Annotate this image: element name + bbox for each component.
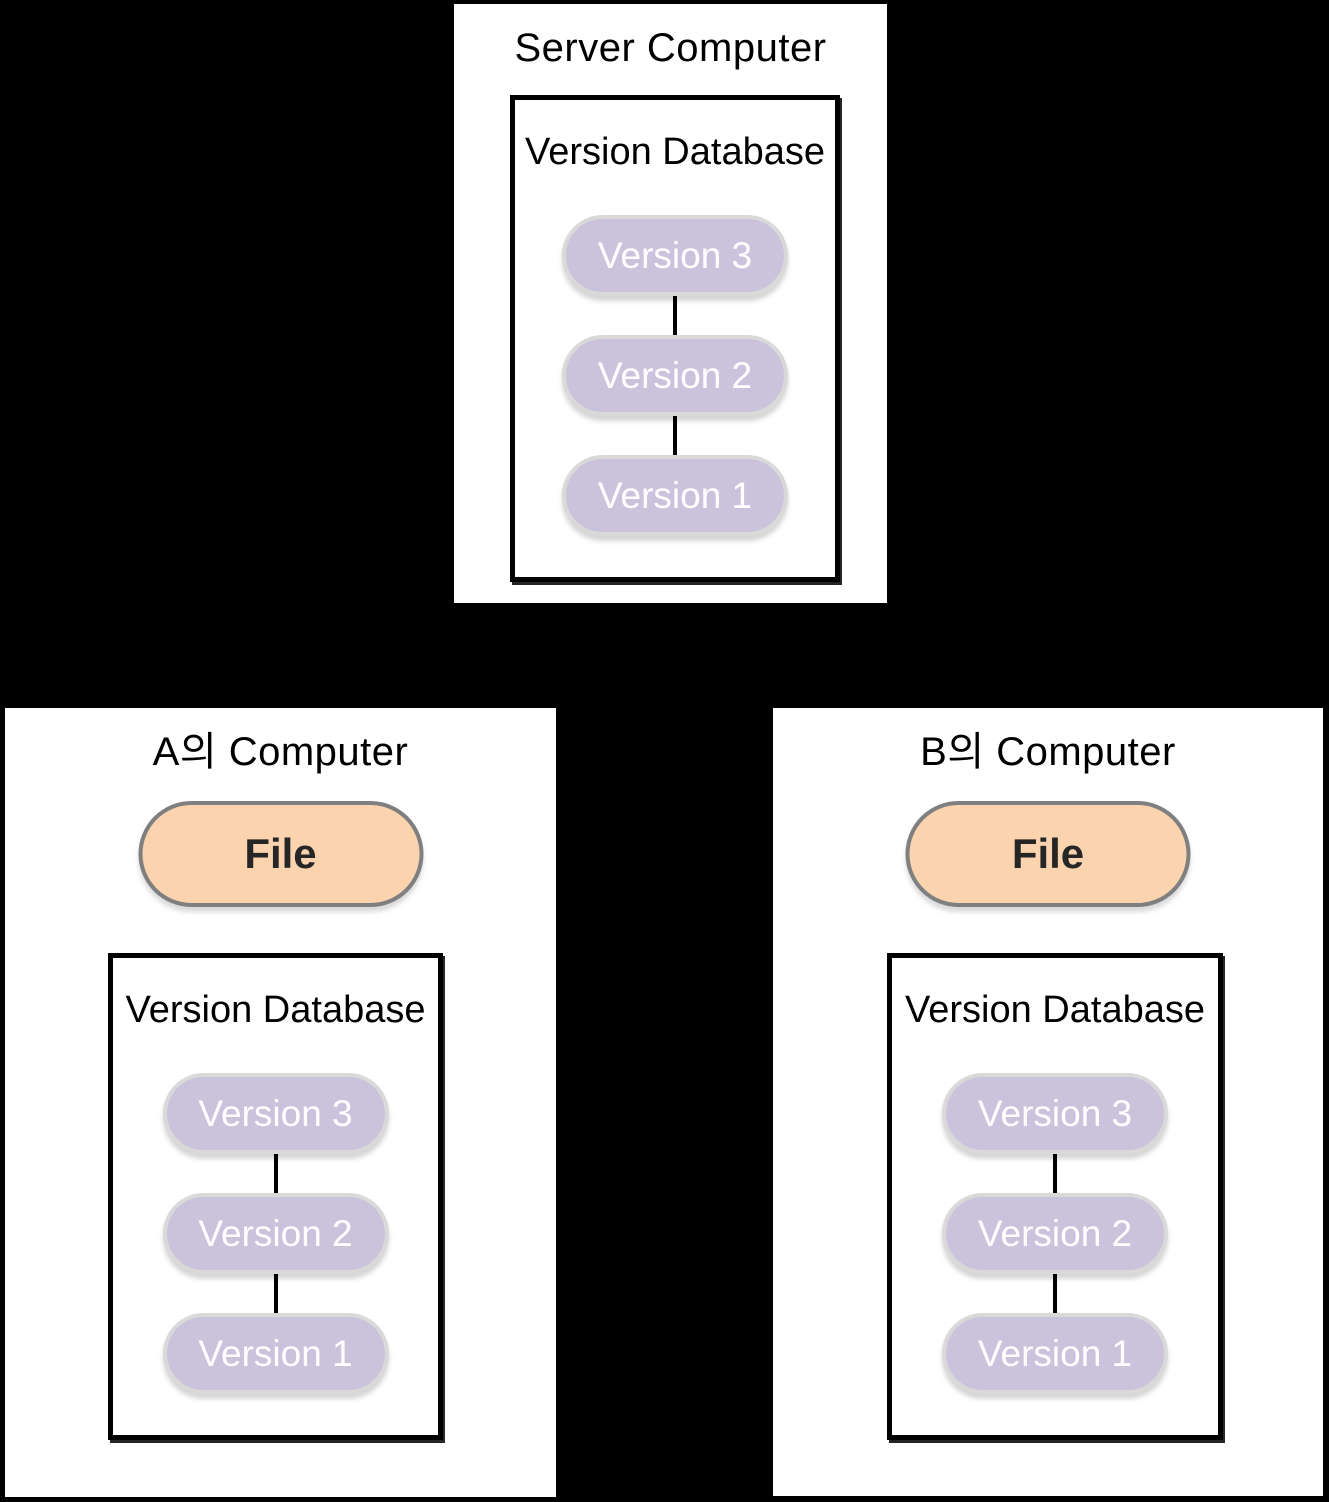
computer-a-version-database-title: Version Database [125, 989, 426, 1031]
connector-line [273, 1274, 278, 1313]
server-computer-panel: Server Computer Version Database Version… [454, 4, 887, 603]
computer-b-version-2-pill: Version 2 [942, 1193, 1168, 1274]
computer-b-version-3-pill: Version 3 [942, 1073, 1168, 1154]
computer-a-version-1-pill: Version 1 [162, 1313, 389, 1394]
computer-b-version-database-title: Version Database [905, 989, 1205, 1031]
computer-a-panel: A의 Computer File Version Database Versio… [5, 708, 556, 1497]
computer-a-version-2-pill: Version 2 [162, 1193, 389, 1274]
computer-b-panel: B의 Computer File Version Database Versio… [773, 708, 1323, 1496]
connector-line [1053, 1154, 1057, 1193]
server-computer-title: Server Computer [514, 26, 827, 70]
server-version-database: Version Database Version 3 Version 2 Ver… [510, 95, 840, 582]
computer-a-version-3-pill: Version 3 [162, 1073, 389, 1154]
connector-line [673, 296, 677, 335]
connector-line [273, 1154, 278, 1193]
computer-a-version-stack: Version 3 Version 2 Version 1 [113, 1073, 438, 1394]
computer-a-version-database: Version Database Version 3 Version 2 Ver… [108, 953, 443, 1440]
connector-line [1053, 1274, 1057, 1313]
computer-b-file-pill: File [905, 801, 1191, 907]
computer-b-version-stack: Version 3 Version 2 Version 1 [892, 1073, 1218, 1394]
computer-b-version-database: Version Database Version 3 Version 2 Ver… [887, 953, 1223, 1440]
computer-a-title: A의 Computer [152, 730, 409, 774]
server-version-2-pill: Version 2 [562, 335, 788, 416]
server-version-3-pill: Version 3 [562, 215, 788, 296]
computer-a-file-pill: File [138, 801, 423, 907]
server-version-1-pill: Version 1 [562, 455, 788, 536]
server-version-database-title: Version Database [525, 131, 825, 173]
computer-b-title: B의 Computer [920, 730, 1176, 774]
computer-b-version-1-pill: Version 1 [942, 1313, 1168, 1394]
server-version-stack: Version 3 Version 2 Version 1 [515, 215, 835, 536]
connector-line [673, 416, 677, 455]
